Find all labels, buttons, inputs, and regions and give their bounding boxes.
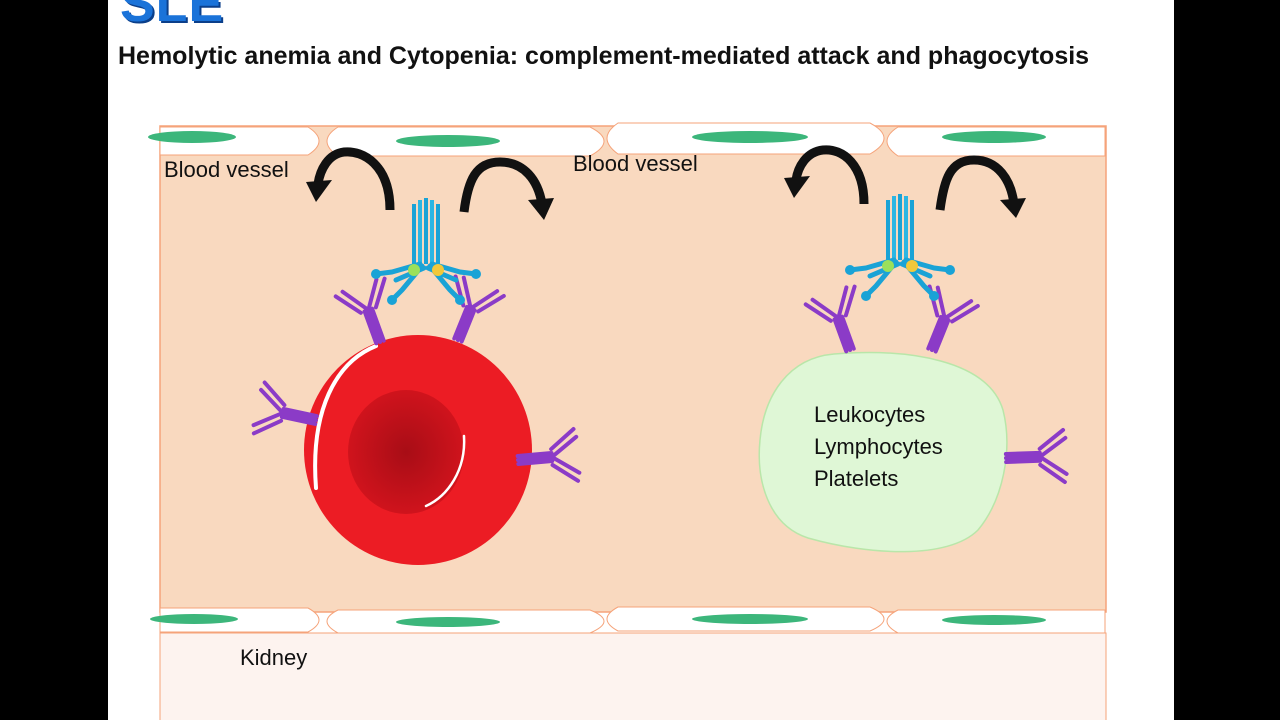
top-endothelium [148, 122, 1106, 157]
leukocyte-cell [758, 351, 1008, 553]
kidney-label: Kidney [240, 645, 307, 670]
endothelial-cell [159, 607, 320, 633]
red-blood-cell [304, 335, 532, 565]
diagram: Blood vessel Blood vessel Kidney Leukocy… [148, 122, 1107, 720]
endothelial-nucleus [396, 617, 500, 627]
slide-title: SLE [120, 0, 225, 33]
rotation-arrows [306, 145, 1026, 220]
curved-arrow-icon [313, 147, 395, 211]
blood-vessel-label-left: Blood vessel [164, 157, 289, 182]
endothelial-nucleus [150, 614, 238, 624]
endothelial-nucleus [942, 615, 1046, 625]
cell-type-label: Leukocytes [814, 402, 925, 427]
bottom-endothelium [150, 606, 1106, 634]
blood-vessel-label-center: Blood vessel [573, 151, 698, 176]
endothelial-nucleus [692, 131, 808, 143]
curved-arrow-icon [935, 155, 1019, 211]
curved-arrow-icon [791, 145, 869, 205]
slide-subtitle: Hemolytic anemia and Cytopenia: compleme… [118, 42, 1090, 70]
kidney-tissue [159, 632, 1107, 720]
endothelial-nucleus [692, 614, 808, 624]
endothelial-nucleus [148, 131, 236, 143]
arrowhead-icon [528, 198, 554, 220]
arrowhead-icon [1000, 198, 1026, 218]
cell-type-label: Lymphocytes [814, 434, 943, 459]
endothelial-nucleus [942, 131, 1046, 143]
cell-type-label: Platelets [814, 466, 898, 491]
curved-arrow-icon [459, 157, 547, 213]
arrowhead-icon [306, 180, 332, 202]
slide: SLE Hemolytic anemia and Cytopenia: comp… [108, 0, 1174, 720]
endothelial-nucleus [396, 135, 500, 147]
arrowhead-icon [784, 176, 810, 198]
